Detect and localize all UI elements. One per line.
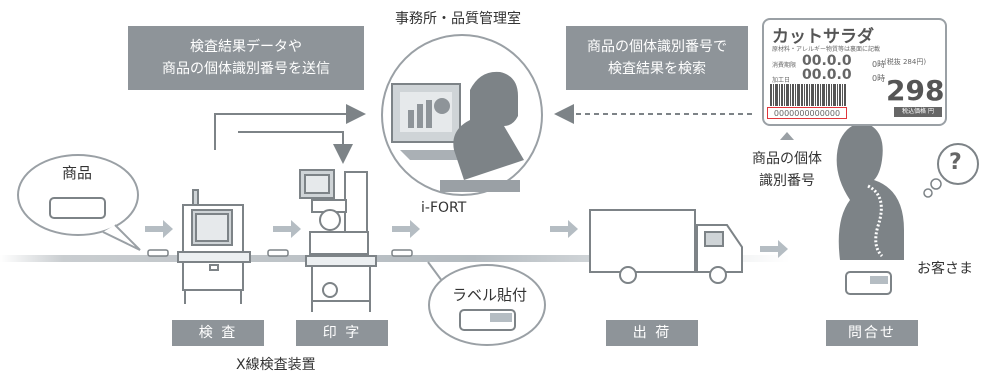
barcode <box>770 84 846 106</box>
product-bubble <box>17 154 141 251</box>
up-arrow <box>780 132 794 140</box>
processed-value: 00.0.0 <box>802 67 852 83</box>
product-name: カットサラダ <box>772 27 874 47</box>
label-bubble <box>427 261 546 346</box>
id-caption-line1: 商品の個体 <box>752 151 822 167</box>
search-box-line1: 商品の個体識別番号で <box>587 39 727 55</box>
label-bubble-label: ラベル貼付 <box>452 286 528 304</box>
price-label-card: カットサラダ 原材料・アレルギー物質等は裏面に記載 消費期限 00.0.0 0時… <box>762 18 947 126</box>
stage-ship: 出 荷 <box>606 320 698 346</box>
id-caption-line2: 識別番号 <box>759 173 815 189</box>
stage-inspect: 検 査 <box>172 320 264 346</box>
send-box-line2: 商品の個体識別番号を送信 <box>162 61 330 77</box>
processed-label: 加工日 <box>772 77 791 84</box>
xray-machine <box>177 189 251 304</box>
truck <box>589 209 743 284</box>
conveyor-line <box>0 255 790 262</box>
print-arrow <box>238 131 353 164</box>
product-note: 原材料・アレルギー物質等は裏面に記載 <box>772 46 881 53</box>
expiry-hour: 0時 <box>872 60 886 69</box>
search-box-line2: 検査結果を検索 <box>608 61 706 77</box>
id-caption: 商品の個体 識別番号 <box>746 148 828 192</box>
system-name: i-FORT <box>421 200 467 216</box>
label-printer <box>299 169 377 312</box>
send-data-box: 検査結果データや 商品の個体識別番号を送信 <box>128 26 364 90</box>
stage-print: 印 字 <box>296 320 388 346</box>
send-arrow <box>214 104 366 150</box>
office-label: 事務所・品質管理室 <box>395 11 521 27</box>
stage-inquiry: 問合せ <box>826 320 918 346</box>
customer-figure <box>836 123 979 295</box>
question-mark: ? <box>949 150 962 175</box>
product-bubble-label: 商品 <box>62 164 93 182</box>
customer-label: お客さま <box>917 261 973 277</box>
device-caption: X線検査装置 <box>236 357 316 373</box>
expiry-value: 00.0.0 <box>802 53 852 69</box>
send-box-line1: 検査結果データや <box>190 39 302 55</box>
office-illustration <box>381 34 543 196</box>
tax-excl-price: (税抜 284円) <box>884 58 927 66</box>
price-caption: 税込価格 円 <box>894 107 942 117</box>
search-box: 商品の個体識別番号で 検査結果を検索 <box>566 26 748 90</box>
expiry-label: 消費期限 <box>772 62 797 69</box>
id-number-highlight: 0000000000000 <box>767 107 847 119</box>
price-value: 298 <box>886 74 945 107</box>
processed-hour: 0時 <box>872 74 886 83</box>
